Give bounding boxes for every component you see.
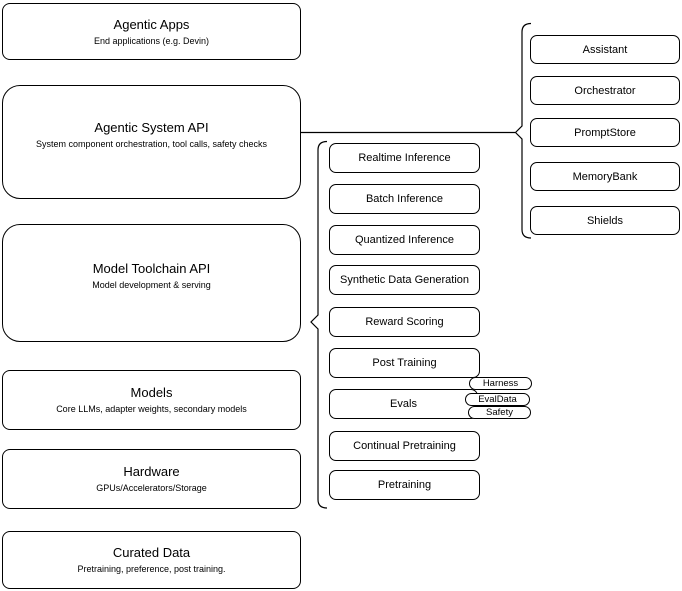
node-models: Models Core LLMs, adapter weights, secon… xyxy=(2,370,301,430)
node-agentic-system-api-title: Agentic System API xyxy=(94,120,209,135)
node-agentic-apps: Agentic Apps End applications (e.g. Devi… xyxy=(2,3,301,60)
node-promptstore: PromptStore xyxy=(530,118,680,147)
eval-tag-safety: Safety xyxy=(468,406,531,419)
node-evals: Evals xyxy=(329,389,478,419)
system-components-curly-bracket xyxy=(514,22,532,239)
eval-tag-harness: Harness xyxy=(469,377,532,390)
node-agentic-system-api: Agentic System API System component orch… xyxy=(2,85,301,199)
node-models-title: Models xyxy=(130,385,173,400)
node-continual-pretraining: Continual Pretraining xyxy=(329,431,480,461)
node-model-toolchain-api-subtitle: Model development & serving xyxy=(92,280,211,290)
node-batch-inference: Batch Inference xyxy=(329,184,480,214)
node-agentic-apps-subtitle: End applications (e.g. Devin) xyxy=(93,35,210,46)
node-models-subtitle: Core LLMs, adapter weights, secondary mo… xyxy=(56,404,247,414)
node-quantized-inference: Quantized Inference xyxy=(329,225,480,255)
node-curated-data: Curated Data Pretraining, preference, po… xyxy=(2,531,301,589)
node-curated-data-title: Curated Data xyxy=(112,545,191,560)
node-model-toolchain-api-title: Model Toolchain API xyxy=(92,261,211,276)
eval-tag-evaldata: EvalData xyxy=(465,393,530,406)
node-reward-scoring: Reward Scoring xyxy=(329,307,480,337)
node-realtime-inference: Realtime Inference xyxy=(329,143,480,173)
node-curated-data-subtitle: Pretraining, preference, post training. xyxy=(77,564,226,574)
node-memorybank: MemoryBank xyxy=(530,162,680,191)
toolchain-curly-bracket xyxy=(310,140,328,509)
node-agentic-system-api-subtitle: System component orchestration, tool cal… xyxy=(35,139,268,149)
node-agentic-apps-title: Agentic Apps xyxy=(113,16,190,32)
node-shields: Shields xyxy=(530,206,680,235)
node-hardware-subtitle: GPUs/Accelerators/Storage xyxy=(96,483,207,493)
node-model-toolchain-api: Model Toolchain API Model development & … xyxy=(2,224,301,342)
node-orchestrator: Orchestrator xyxy=(530,76,680,105)
node-post-training: Post Training xyxy=(329,348,480,378)
node-hardware: Hardware GPUs/Accelerators/Storage xyxy=(2,449,301,509)
node-pretraining: Pretraining xyxy=(329,470,480,500)
node-hardware-title: Hardware xyxy=(123,464,180,479)
node-assistant: Assistant xyxy=(530,35,680,64)
node-synthetic-data-generation: Synthetic Data Generation xyxy=(329,265,480,295)
